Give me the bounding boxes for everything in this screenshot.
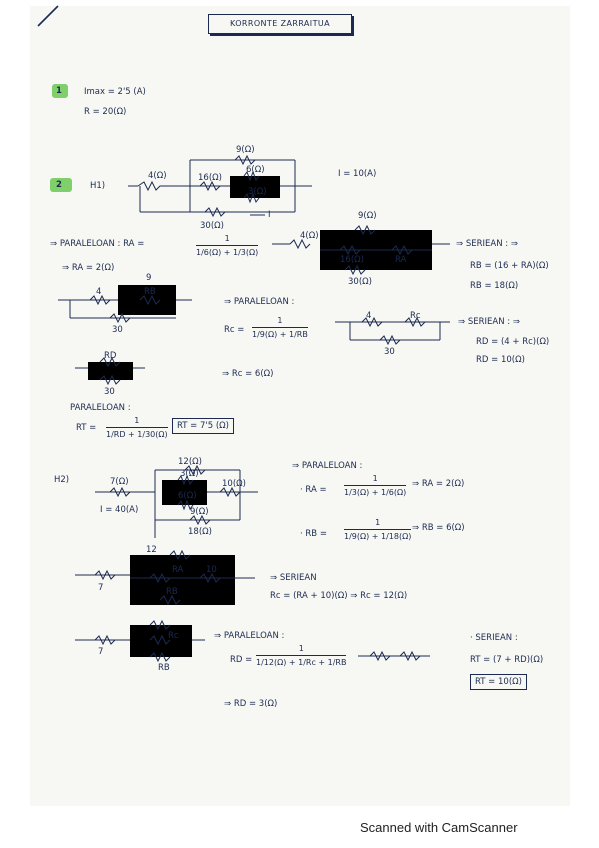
h1-w-9: 9(Ω) xyxy=(358,211,377,221)
h2-r9: 9(Ω) xyxy=(190,507,209,517)
h1-w5-rd: RD xyxy=(104,351,117,361)
h2-rd-result: ⇒ RD = 3(Ω) xyxy=(224,699,278,709)
h2-ra-result: ⇒ RA = 2(Ω) xyxy=(412,479,465,489)
h1-rc-result: ⇒ Rc = 6(Ω) xyxy=(222,369,274,379)
h1-w4-30: 30 xyxy=(384,347,395,357)
h2-r12: 12(Ω) xyxy=(178,457,202,467)
h2-parallel: ⇒ PARALELOAN : xyxy=(292,461,363,471)
highlight-1 xyxy=(52,84,68,98)
h1-parallel-2: ⇒ PARALELOAN : xyxy=(224,297,295,307)
h2-w-7: 7 xyxy=(98,583,104,593)
h1-r30: 30(Ω) xyxy=(200,221,224,231)
h1-w3-4: 4 xyxy=(96,287,102,297)
h1-current: I xyxy=(268,210,271,220)
h1-series-1: ⇒ SERIEAN : ⇒ xyxy=(456,239,518,249)
page-title: KORRONTE ZARRAITUA xyxy=(230,19,330,28)
h1-w5-30: 30 xyxy=(104,387,115,397)
h1-w3-rb: RB xyxy=(144,287,156,297)
h2-w-10: 10 xyxy=(206,565,217,575)
h1-r4: 4(Ω) xyxy=(148,171,167,181)
title-box: KORRONTE ZARRAITUA xyxy=(208,14,352,34)
h1-rd-eq: RD = (4 + Rc)(Ω) xyxy=(476,337,550,347)
h1-w-ra: RA xyxy=(395,255,407,265)
h1-w3-30: 30 xyxy=(112,325,123,335)
h2-rb-result: ⇒ RB = 6(Ω) xyxy=(412,523,465,533)
highlight-2 xyxy=(50,178,72,192)
scanned-page xyxy=(30,6,570,806)
h2-r10: 10(Ω) xyxy=(222,479,246,489)
resistance-text: R = 20(Ω) xyxy=(84,107,127,117)
h2-r18: 18(Ω) xyxy=(188,527,212,537)
h2-w3-7: 7 xyxy=(98,647,104,657)
h2-r6: 6(Ω) xyxy=(178,491,197,501)
h1-parallel-3: PARALELOAN : xyxy=(70,403,131,413)
h1-label: H1) xyxy=(90,181,106,191)
h1-rb-eq: RB = (16 + RA)(Ω) xyxy=(470,261,549,271)
h2-rd-eq: RD = xyxy=(230,655,253,665)
h1-w4-rc: Rc xyxy=(410,311,421,321)
problem-1-number: 1 xyxy=(56,86,62,96)
h1-w-30: 30(Ω) xyxy=(348,277,372,287)
h2-series: ⇒ SERIEAN xyxy=(270,573,317,583)
h1-w-16: 16(Ω) xyxy=(340,255,364,265)
h1-w-4: 4(Ω) xyxy=(300,231,319,241)
h1-rt-result: RT = 7'5 (Ω) xyxy=(172,418,234,434)
h2-r7: 7(Ω) xyxy=(110,477,129,487)
h2-rc-result: Rc = (RA + 10)(Ω) ⇒ Rc = 12(Ω) xyxy=(270,591,408,601)
h1-series-2: ⇒ SERIEAN : ⇒ xyxy=(458,317,520,327)
scanner-watermark: Scanned with CamScanner xyxy=(360,820,518,835)
h1-rb-result: RB = 18(Ω) xyxy=(470,281,519,291)
h1-r16: 16(Ω) xyxy=(198,173,222,183)
h2-r3: 3(Ω) xyxy=(180,469,199,479)
h1-w3-9: 9 xyxy=(146,273,152,283)
h2-w-12: 12 xyxy=(146,545,157,555)
h1-rc-eq: Rc = xyxy=(224,325,245,335)
h1-r6: 6(Ω) xyxy=(246,165,265,175)
h1-w4-4: 4 xyxy=(366,311,372,321)
h2-w-rb: RB xyxy=(166,587,178,597)
h2-current: I = 40(A) xyxy=(100,505,139,515)
h2-rt-result: RT = 10(Ω) xyxy=(470,674,527,690)
problem-2-number: 2 xyxy=(56,180,62,190)
h1-r9: 9(Ω) xyxy=(236,145,255,155)
h1-current-value: I = 10(A) xyxy=(338,169,377,179)
h1-rt-eq: RT = xyxy=(76,423,97,433)
h1-ra-result: ⇒ RA = 2(Ω) xyxy=(62,263,115,273)
h2-parallel-2: ⇒ PARALELOAN : xyxy=(214,631,285,641)
h2-series-2: · SERIEAN : xyxy=(470,633,518,643)
h2-rt-eq: RT = (7 + RD)(Ω) xyxy=(470,655,544,665)
h2-rb-eq: · RB = xyxy=(300,529,327,539)
h2-w3-rc: Rc xyxy=(168,631,179,641)
h2-label: H2) xyxy=(54,475,70,485)
h1-r3: 3(Ω) xyxy=(248,187,267,197)
h2-w-ra: RA xyxy=(172,565,184,575)
h1-parallel-1: ⇒ PARALELOAN : RA = xyxy=(50,239,145,249)
h1-rd-result: RD = 10(Ω) xyxy=(476,355,525,365)
h2-w3-rb: RB xyxy=(158,663,170,673)
h2-ra-eq: · RA = xyxy=(300,485,327,495)
imax-text: Imax = 2'5 (A) xyxy=(84,87,146,97)
